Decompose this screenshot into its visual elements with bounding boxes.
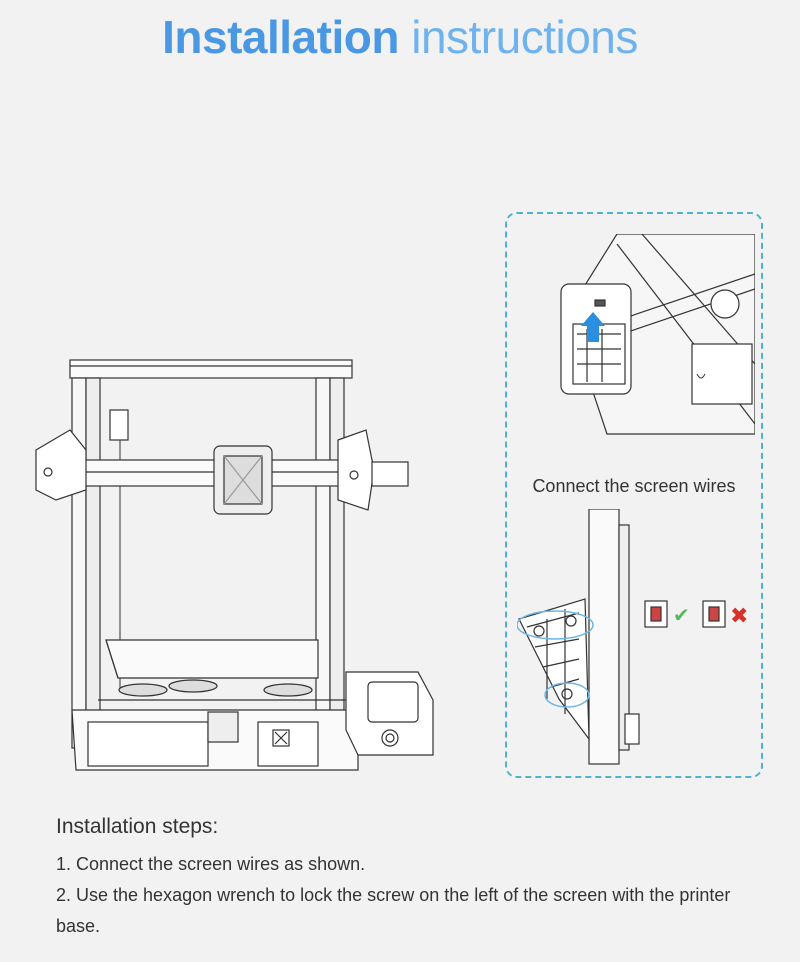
step-1: 1. Connect the screen wires as shown. xyxy=(56,854,366,874)
upload-arrow-icon xyxy=(581,312,605,342)
cross-icon: ✖ xyxy=(730,603,749,628)
steps-heading: Installation steps: xyxy=(56,815,219,838)
wire-connection-diagram xyxy=(547,233,756,439)
step-2: 2. Use the hexagon wrench to lock the sc… xyxy=(56,885,731,936)
detail-callout: Connect the screen wires ✔ ✖ xyxy=(505,212,763,778)
screw-lock-diagram: ✔ ✖ xyxy=(516,508,757,769)
check-icon: ✔ xyxy=(673,605,690,627)
figure-caption: Connect the screen wires xyxy=(532,476,736,496)
title-light: instructions xyxy=(411,11,638,63)
page-title: Installation instructions xyxy=(0,10,800,64)
installation-steps: Installation steps: 1. Connect the scree… xyxy=(56,815,776,942)
printer-illustration xyxy=(28,350,448,780)
title-bold: Installation xyxy=(162,11,399,63)
